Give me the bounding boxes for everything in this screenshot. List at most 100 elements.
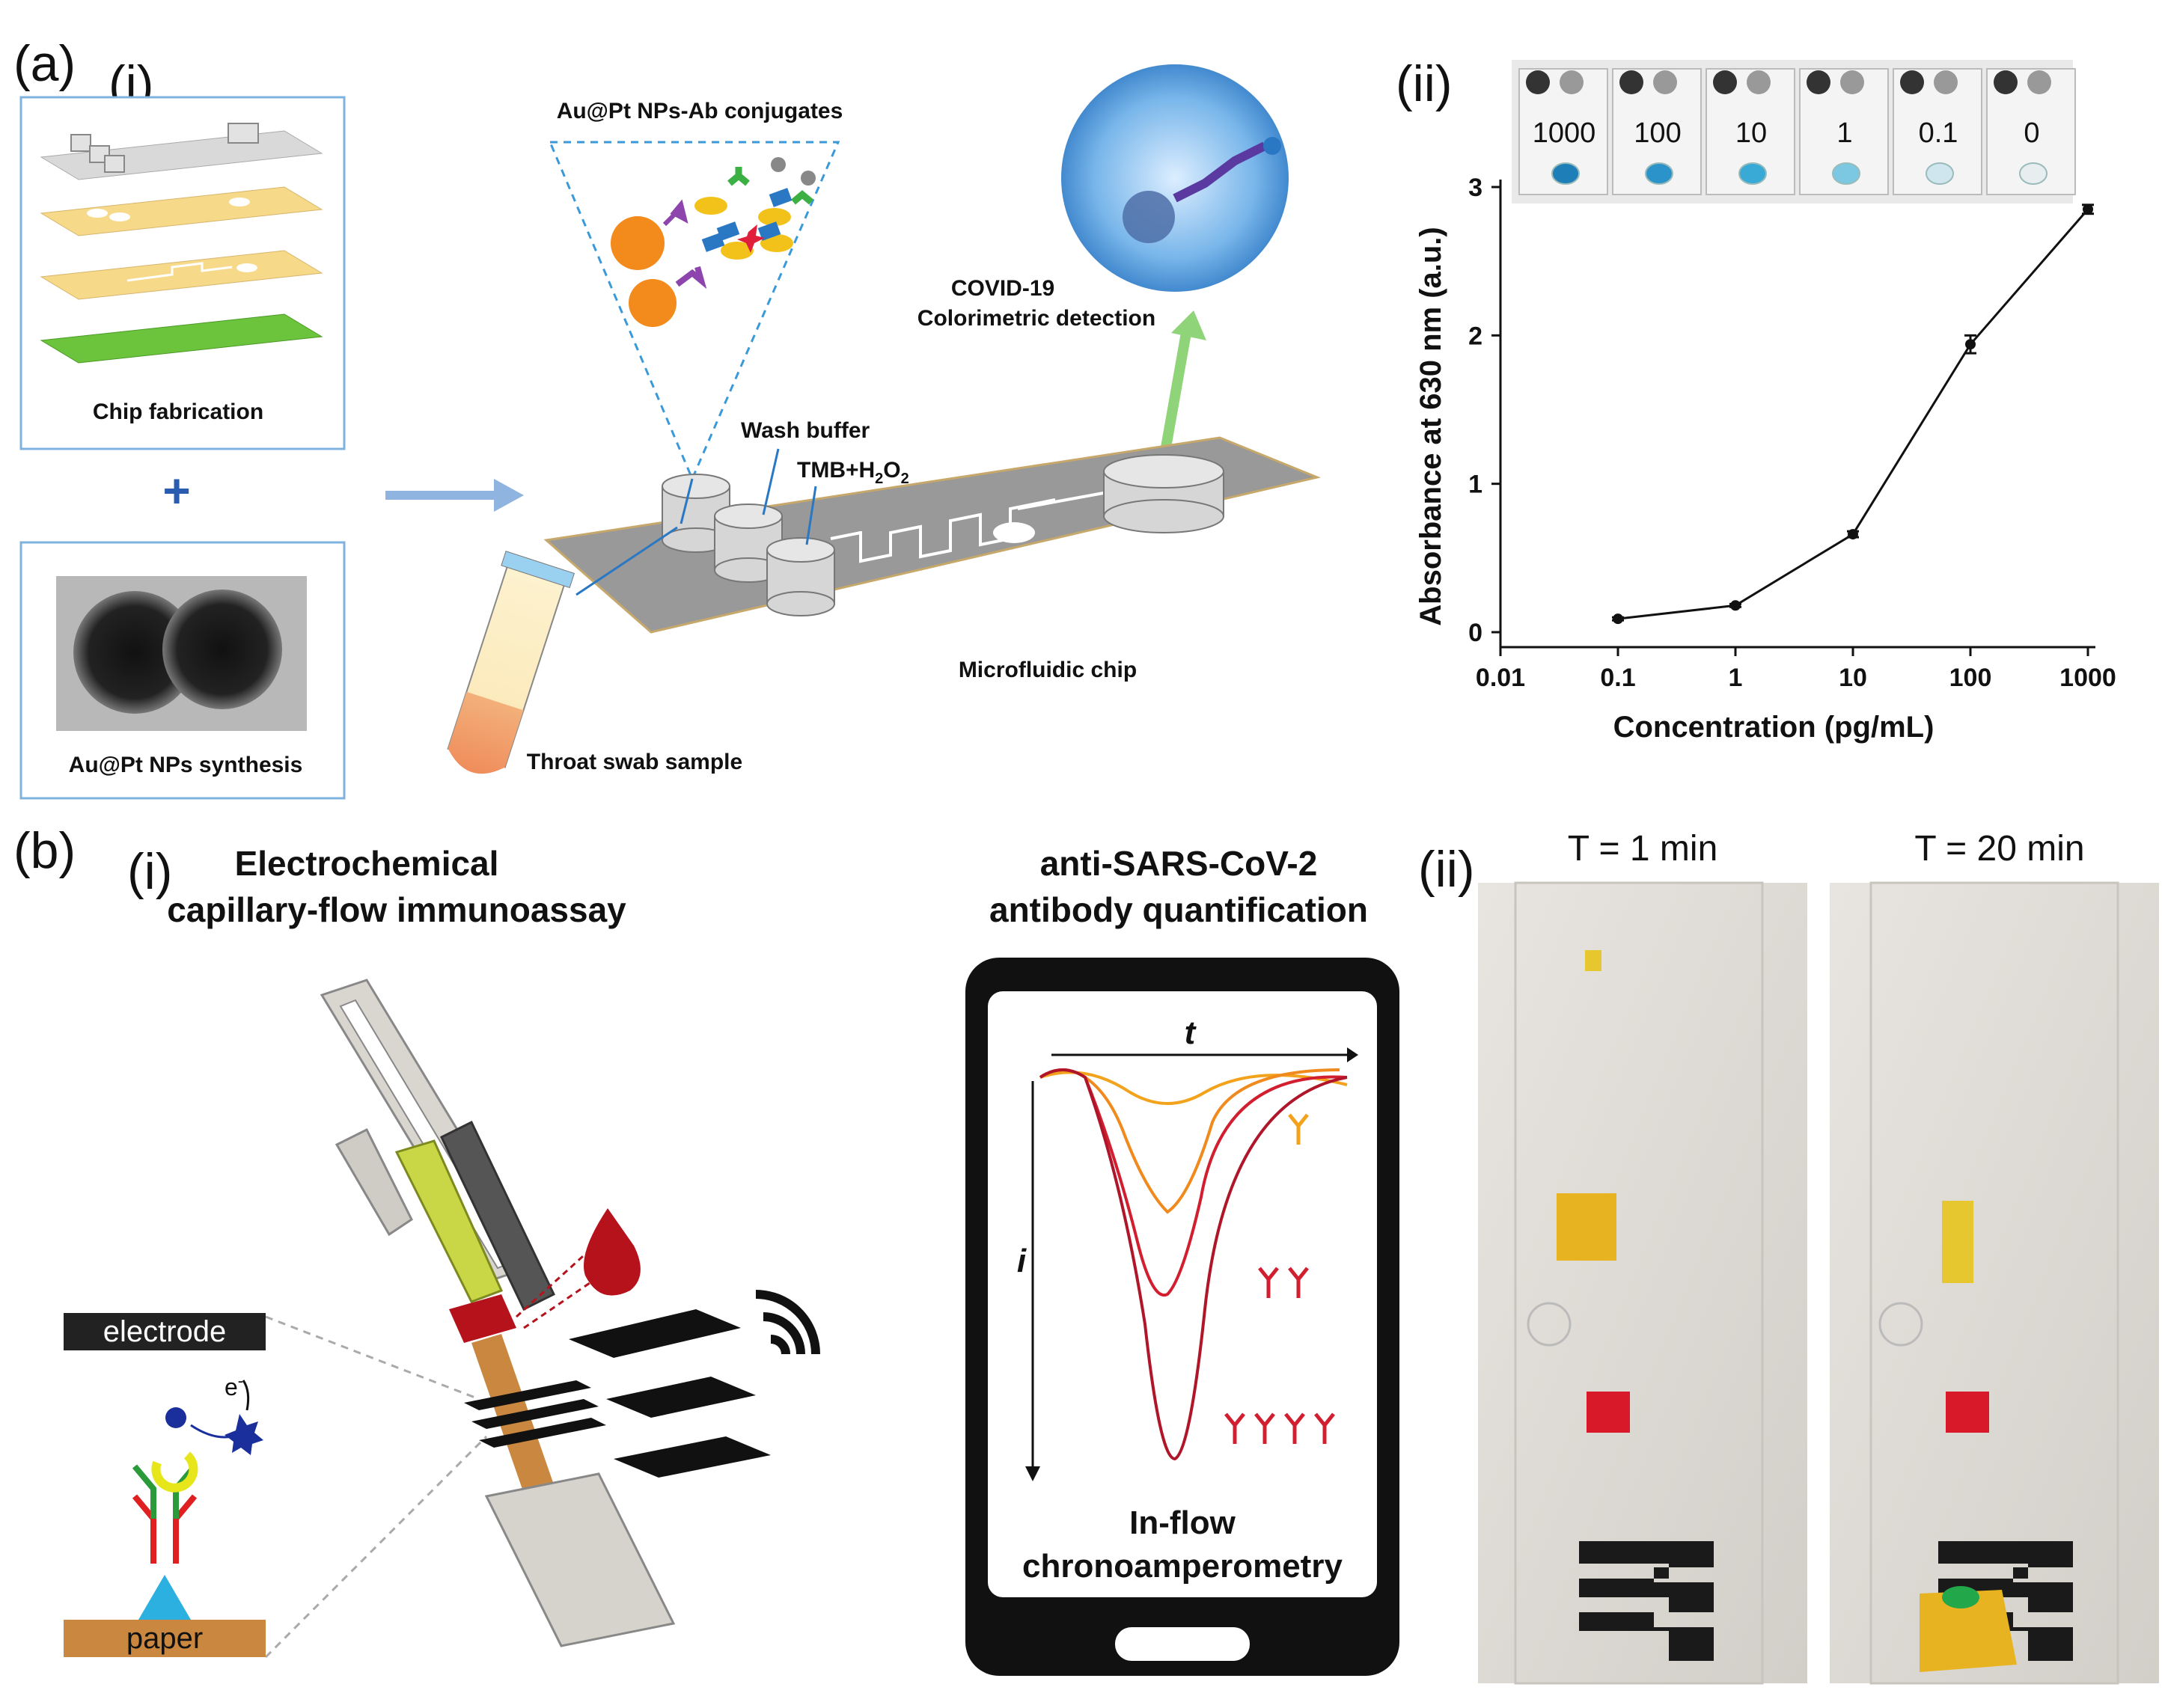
phone-home-button — [1115, 1627, 1250, 1661]
y-tick-label: 0 — [1468, 619, 1482, 647]
np-synthesis-box: Au@Pt NPs synthesis — [19, 541, 346, 800]
x-tick-label: 100 — [1949, 664, 1992, 692]
phone-title-2: antibody quantification — [989, 890, 1368, 929]
tube-label: 10 — [1735, 117, 1767, 149]
b-title-1: Electrochemical — [235, 844, 499, 883]
electrode-schematic: electrode paper e- — [64, 1313, 266, 1657]
detection-glow — [1061, 64, 1289, 292]
data-points — [1612, 203, 2094, 625]
swab-label: Throat swab sample — [527, 750, 742, 774]
tube-label: 1000 — [1533, 117, 1596, 149]
trace-high-2 — [1039, 1068, 1348, 1461]
x-tick-label: 1000 — [2059, 664, 2116, 692]
sample-drop — [1926, 162, 1954, 185]
x-tick-label: 0.01 — [1476, 664, 1525, 692]
photo-t1 — [1478, 881, 1807, 1685]
photo1-title: T = 1 min — [1568, 829, 1718, 869]
phone-caption-1: In-flow — [1129, 1505, 1236, 1541]
cap — [1747, 70, 1771, 94]
tmb-label: TMB+H2O2 — [797, 458, 909, 487]
y-axis-label: Absorbance at 630 nm (a.u.) — [1414, 227, 1447, 625]
sample-drop — [1738, 162, 1767, 185]
layer-3 — [40, 250, 323, 300]
cap — [1807, 70, 1830, 94]
conjugates-inset — [548, 141, 840, 482]
electrode-label: electrode — [103, 1315, 227, 1348]
panel-b-i-label: (i) — [127, 843, 172, 900]
outlet-reservoir — [1103, 454, 1224, 533]
layer-bottom-green — [40, 313, 323, 364]
data-point — [1730, 600, 1741, 611]
electron-label: e- — [225, 1371, 243, 1401]
sample-drop — [1551, 162, 1580, 185]
cap — [1560, 70, 1584, 94]
panel-b-label: (b) — [13, 822, 76, 879]
panel-a-ii-label: (ii) — [1396, 55, 1453, 112]
np-synthesis-label: Au@Pt NPs synthesis — [69, 753, 303, 777]
chip-fabrication-label: Chip fabrication — [93, 400, 263, 424]
data-point — [1613, 613, 1623, 625]
flow-arrow — [385, 479, 524, 512]
tube-label: 1 — [1836, 117, 1852, 149]
tube-label: 0.1 — [1919, 117, 1958, 149]
phone-device: t i In-flow chronoamperometry — [965, 958, 1399, 1676]
cap — [1994, 70, 2018, 94]
b-title-2: capillary-flow immunoassay — [167, 890, 626, 929]
data-point — [1965, 339, 1976, 350]
nanoparticle-2 — [162, 590, 282, 709]
x-tick-label: 10 — [1839, 664, 1867, 692]
chip-reservoirs — [70, 123, 259, 173]
plus-sign: + — [162, 464, 190, 518]
swab-tube — [447, 551, 575, 774]
axis-t-label: t — [1185, 1014, 1197, 1051]
layer-2 — [40, 186, 323, 236]
electrode-pattern — [464, 1309, 771, 1478]
detection-arrow — [1158, 310, 1206, 462]
sample-drop — [2019, 162, 2048, 185]
axis-i-label: i — [1017, 1243, 1027, 1279]
cap — [1900, 70, 1924, 94]
phone-caption-2: chronoamperometry — [1022, 1548, 1343, 1585]
panel-b-ii-label: (ii) — [1418, 841, 1475, 898]
x-tick-label: 0.1 — [1600, 664, 1635, 692]
microfluidic-chip — [543, 436, 1321, 634]
chip-fabrication-box: Chip fabrication — [19, 96, 346, 450]
tube-label: 100 — [1634, 117, 1681, 149]
cap — [1653, 70, 1677, 94]
phone-title-1: anti-SARS-CoV-2 — [1040, 844, 1318, 883]
data-point — [1848, 529, 1858, 540]
x-tick-label: 1 — [1729, 664, 1743, 692]
conjugates-label: Au@Pt NPs-Ab conjugates — [557, 99, 843, 123]
wash-buffer-label: Wash buffer — [741, 418, 870, 443]
x-ticks: 0.01 0.1 1 10 100 1000 — [1476, 647, 2116, 692]
zoom-lines — [264, 1315, 488, 1659]
blood-drop-icon — [515, 1208, 641, 1329]
panel-a-label: (a) — [13, 35, 76, 92]
wireless-icon — [755, 1290, 820, 1355]
data-point — [2083, 203, 2093, 215]
pointer-lines — [575, 448, 817, 596]
cap — [1934, 70, 1958, 94]
photo-t20 — [1830, 881, 2159, 1685]
sample-drop — [1645, 162, 1673, 185]
nanoparticle-1 — [73, 591, 196, 714]
cap — [1840, 70, 1864, 94]
capillary-device — [320, 979, 771, 1647]
sample-drop — [1832, 162, 1860, 185]
x-axis-label: Concentration (pg/mL) — [1613, 711, 1934, 744]
cap — [1526, 70, 1550, 94]
inlet-3 — [766, 537, 835, 616]
covid-label-2: Colorimetric detection — [917, 306, 1155, 331]
paper-label: paper — [126, 1622, 203, 1655]
y-tick-label: 1 — [1468, 471, 1482, 499]
cap — [1713, 70, 1737, 94]
chip-label: Microfluidic chip — [959, 658, 1137, 682]
y-tick-label: 2 — [1468, 322, 1482, 350]
covid-label-1: COVID-19 — [951, 276, 1054, 301]
photo2-title: T = 20 min — [1914, 829, 2084, 869]
